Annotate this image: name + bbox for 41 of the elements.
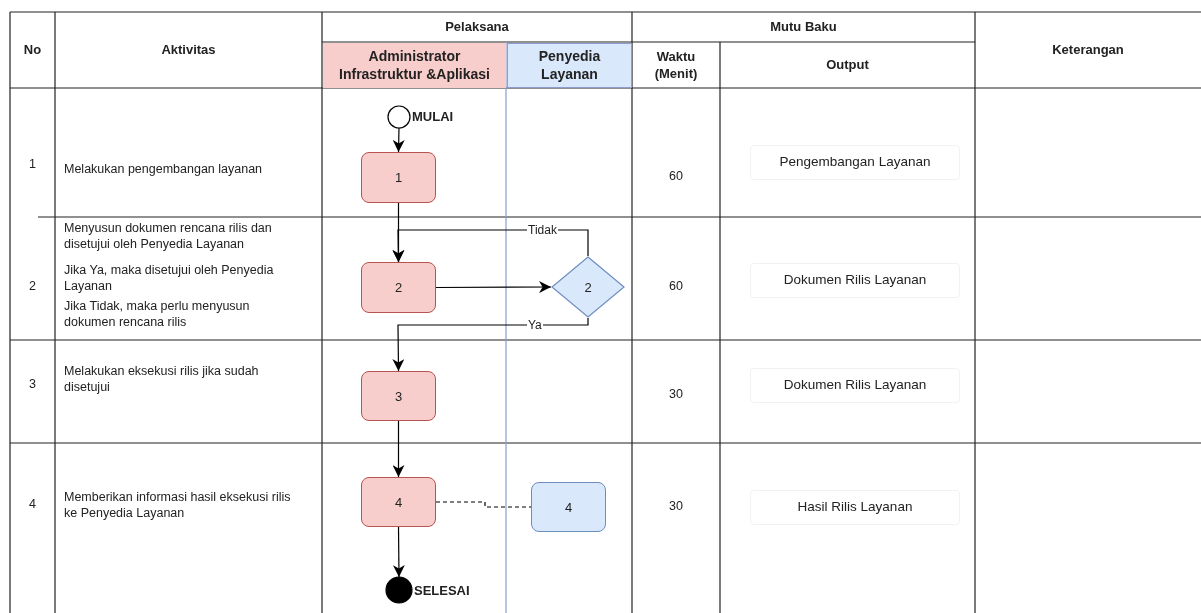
column-header: No (22, 40, 43, 59)
row-number: 1 (28, 156, 37, 174)
time-value: 30 (668, 386, 684, 404)
process-box: 1 (361, 152, 436, 203)
connector-line (435, 501, 532, 508)
lane-header: Administrator Infrastruktur &Aplikasi (323, 43, 506, 88)
terminal-label: MULAI (412, 109, 454, 124)
output-text: Dokumen Rilis Layanan (750, 368, 960, 403)
column-header: Mutu Baku (769, 17, 838, 36)
arrow (392, 526, 405, 578)
arrow (392, 317, 589, 372)
activity-text: Jika Ya, maka disetujui oleh Penyedia Layanan (64, 262, 275, 295)
output-text: Hasil Rilis Layanan (750, 490, 960, 525)
arrow (435, 281, 552, 294)
output-text: Pengembangan Layanan (750, 145, 960, 180)
activity-text: Melakukan pengembangan layanan (64, 161, 264, 179)
column-header: Pelaksana (444, 17, 510, 36)
terminal-label: SELESAI (414, 582, 470, 598)
process-box: 4 (531, 482, 606, 532)
process-box: 4 (361, 477, 436, 527)
row-number: 4 (28, 496, 37, 514)
time-value: 60 (668, 278, 684, 296)
activity-text: Melakukan eksekusi rilis jika sudah disetujui (64, 363, 260, 396)
arrow (392, 126, 405, 153)
activity-text: Memberikan informasi hasil eksekusi rilis ke Penyedia Layanan (64, 489, 292, 522)
process-box: 3 (361, 371, 436, 421)
arrow (392, 420, 405, 478)
activity-text: Jika Tidak, maka perlu menyusun dokumen rencana rilis (64, 298, 251, 331)
activity-text: Menyusun dokumen rencana rilis dan disetujui oleh Penyedia Layanan (64, 220, 273, 253)
time-value: 30 (668, 498, 684, 516)
column-header: Waktu (Menit) (653, 48, 699, 83)
lane-header: Penyedia Layanan (507, 43, 632, 88)
row-number: 2 (28, 278, 37, 296)
column-header: Aktivitas (160, 40, 217, 59)
decision-number: 2 (584, 279, 592, 295)
column-header: Output (825, 56, 870, 75)
row-number: 3 (28, 376, 37, 394)
output-text: Dokumen Rilis Layanan (750, 263, 960, 298)
column-header: Keterangan (1051, 40, 1125, 59)
time-value: 60 (668, 168, 684, 186)
process-box: 2 (361, 262, 436, 313)
